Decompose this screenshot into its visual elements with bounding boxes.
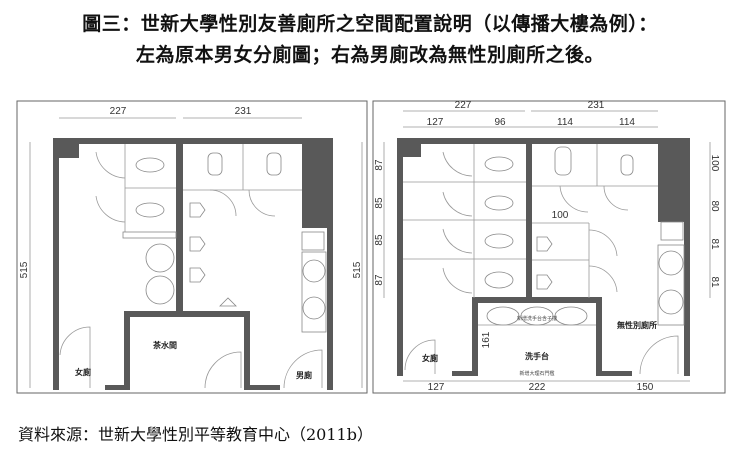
dim-127: 127 (427, 117, 444, 128)
dim-100-inner: 100 (552, 210, 569, 221)
dim-227: 227 (455, 100, 472, 111)
dim-515-left: 515 (19, 261, 30, 278)
dim-85: 85 (374, 234, 385, 246)
dim-85: 85 (374, 197, 385, 209)
label-sink-area: 洗手台 (525, 351, 549, 361)
dim-231: 231 (235, 106, 252, 117)
dim-161: 161 (481, 331, 492, 348)
dim-114: 114 (557, 117, 573, 128)
source-caption: 資料來源：世新大學性別平等教育中心（2011b） (18, 425, 373, 444)
figure-title-line-1: 圖三：世新大學性別友善廁所之空間配置說明（以傳播大樓為例）： (82, 13, 658, 35)
dim-515-right: 515 (352, 261, 363, 278)
dim-100: 100 (709, 155, 720, 172)
dim-114: 114 (619, 117, 635, 128)
dim-87: 87 (374, 274, 385, 286)
dim-227: 227 (110, 106, 127, 117)
figure-title-line-2: 左為原本男女分廁圖；右為男廁改為無性別廁所之後。 (135, 44, 604, 66)
dim-150: 150 (637, 382, 654, 393)
dim-81: 81 (709, 276, 720, 288)
label-women-restroom: 女廁 (75, 367, 91, 377)
label-women-restroom: 女廁 (422, 353, 438, 363)
right-floor-plan: 227 231 127 96 114 114 87 85 85 87 100 8… (372, 100, 726, 394)
label-pantry: 茶水間 (152, 340, 177, 350)
dim-231: 231 (588, 100, 605, 111)
dim-96: 96 (494, 117, 506, 128)
note-new-threshold: 新增大理石門檻 (519, 370, 554, 377)
dim-222: 222 (529, 382, 546, 393)
note-new-sinks: 新增洗手台含子擋 (517, 315, 557, 322)
dim-81: 81 (709, 238, 720, 250)
dim-80: 80 (709, 200, 720, 212)
dim-87: 87 (374, 159, 385, 171)
left-floor-plan: 227 231 515 515 (16, 100, 368, 394)
label-men-restroom: 男廁 (296, 370, 312, 380)
dim-127: 127 (428, 382, 445, 393)
label-gender-neutral-restroom: 無性別廁所 (617, 320, 657, 330)
